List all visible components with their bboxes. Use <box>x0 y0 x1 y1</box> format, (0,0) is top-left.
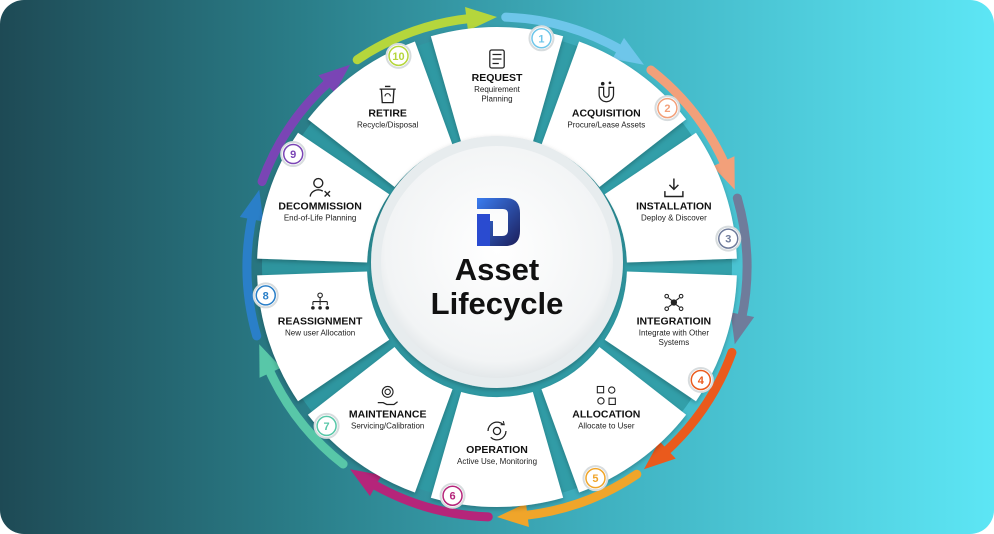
step-number-badge: 4 <box>687 366 714 393</box>
cycle-arrow-arc <box>352 13 476 65</box>
step-number: 8 <box>263 290 269 302</box>
step-card <box>307 41 453 187</box>
lifecycle-steps: REQUESTRequirementPlanning1ACQUISITIONPr… <box>252 25 742 509</box>
step-card <box>541 41 687 187</box>
step-number: 6 <box>449 491 455 503</box>
step-number-badge: 1 <box>528 25 555 52</box>
cycle-arrow-arc <box>242 210 262 341</box>
cycle-arrow-head <box>239 189 264 222</box>
step-number-badge: 6 <box>439 482 466 509</box>
step-subtitle: End-of-Life Planning <box>284 214 357 223</box>
step-subtitle: Recycle/Disposal <box>357 121 419 130</box>
step-number: 3 <box>725 234 731 246</box>
step-card <box>604 132 737 263</box>
step-card <box>541 347 687 493</box>
step-title: MAINTENANCE <box>349 408 427 420</box>
step-number-badge: 2 <box>654 95 681 122</box>
step-card <box>257 271 390 402</box>
user-remove-icon <box>309 177 331 198</box>
step-number: 1 <box>538 33 544 45</box>
cycle-arrow-arc <box>257 76 335 186</box>
step-number-badge: 9 <box>280 141 307 168</box>
cycle-arrows <box>239 6 755 528</box>
step-subtitle: Servicing/Calibration <box>351 421 424 430</box>
step-number-badge: 8 <box>252 282 279 309</box>
cycle-arrow-head <box>643 441 676 470</box>
magnet-icon <box>598 81 615 103</box>
step-subtitle: Deploy & Discover <box>641 214 707 223</box>
step-title: INSTALLATION <box>636 201 711 213</box>
cycle-arrow-arc <box>732 193 752 324</box>
cycle-arrow-head <box>730 312 755 345</box>
diagram-title-line2: Lifecycle <box>431 286 564 321</box>
download-icon <box>664 178 684 198</box>
network-icon <box>596 385 616 406</box>
step-title: DECOMMISSION <box>278 201 361 213</box>
cycle-arrow-head <box>612 37 644 65</box>
cycle-arrow-head <box>465 6 497 31</box>
step-number-badge: 10 <box>385 42 412 69</box>
step-title: REASSIGNMENT <box>278 315 363 327</box>
step-number: 4 <box>698 375 705 387</box>
step-title: ALLOCATION <box>572 408 640 420</box>
cycle-arrow-head <box>350 469 382 497</box>
step-title: ACQUISITION <box>572 108 641 120</box>
step-subtitle: Systems <box>659 338 690 347</box>
step-subtitle: Active Use, Monitoring <box>457 457 537 466</box>
step-card <box>430 26 564 143</box>
step-title: RETIRE <box>368 108 407 120</box>
step-title: REQUEST <box>472 72 523 84</box>
step-number: 10 <box>392 51 404 63</box>
step-title: OPERATION <box>466 444 528 456</box>
cycle-arrow-arc <box>264 364 348 469</box>
diagram-title-line1: Asset <box>455 252 539 287</box>
step-subtitle: New user Allocation <box>285 328 355 337</box>
cycle-arrow-arc <box>518 469 642 521</box>
step-subtitle: Planning <box>481 95 512 104</box>
hub-inner <box>381 146 613 378</box>
step-subtitle: Requirement <box>474 85 521 94</box>
step-subtitle: Integrate with Other <box>639 328 710 337</box>
cycle-arrow-head <box>497 503 529 528</box>
integration-icon <box>664 293 684 312</box>
hand-fingerprint-icon <box>377 385 398 406</box>
step-subtitle: Procure/Lease Assets <box>567 121 645 130</box>
step-number: 7 <box>324 421 330 433</box>
cycle-arrow-arc <box>646 65 730 170</box>
cycle-arrow-arc <box>659 348 737 458</box>
cycle-arrow-arc <box>501 12 627 55</box>
recycle-bin-icon <box>379 85 396 104</box>
cycle-arrow-head <box>318 64 351 93</box>
hierarchy-icon <box>311 292 330 310</box>
step-number: 5 <box>592 473 598 485</box>
cycle-gear-icon <box>487 420 507 441</box>
step-number-badge: 3 <box>715 225 742 252</box>
checklist-icon <box>489 49 505 69</box>
step-title: INTEGRATIOIN <box>637 315 711 327</box>
cycle-arrow-arc <box>367 479 493 522</box>
step-number: 2 <box>664 103 670 115</box>
step-subtitle: Allocate to User <box>578 421 635 430</box>
step-number-badge: 5 <box>582 465 609 492</box>
step-number-badge: 7 <box>313 412 340 439</box>
step-card <box>430 391 564 508</box>
center-hub: Asset Lifecycle <box>371 136 623 388</box>
cycle-arrow-head <box>712 156 735 190</box>
step-card <box>307 347 453 493</box>
cycle-arrow-head <box>259 344 282 378</box>
brand-logo-icon <box>477 198 520 246</box>
step-number: 9 <box>290 149 296 161</box>
